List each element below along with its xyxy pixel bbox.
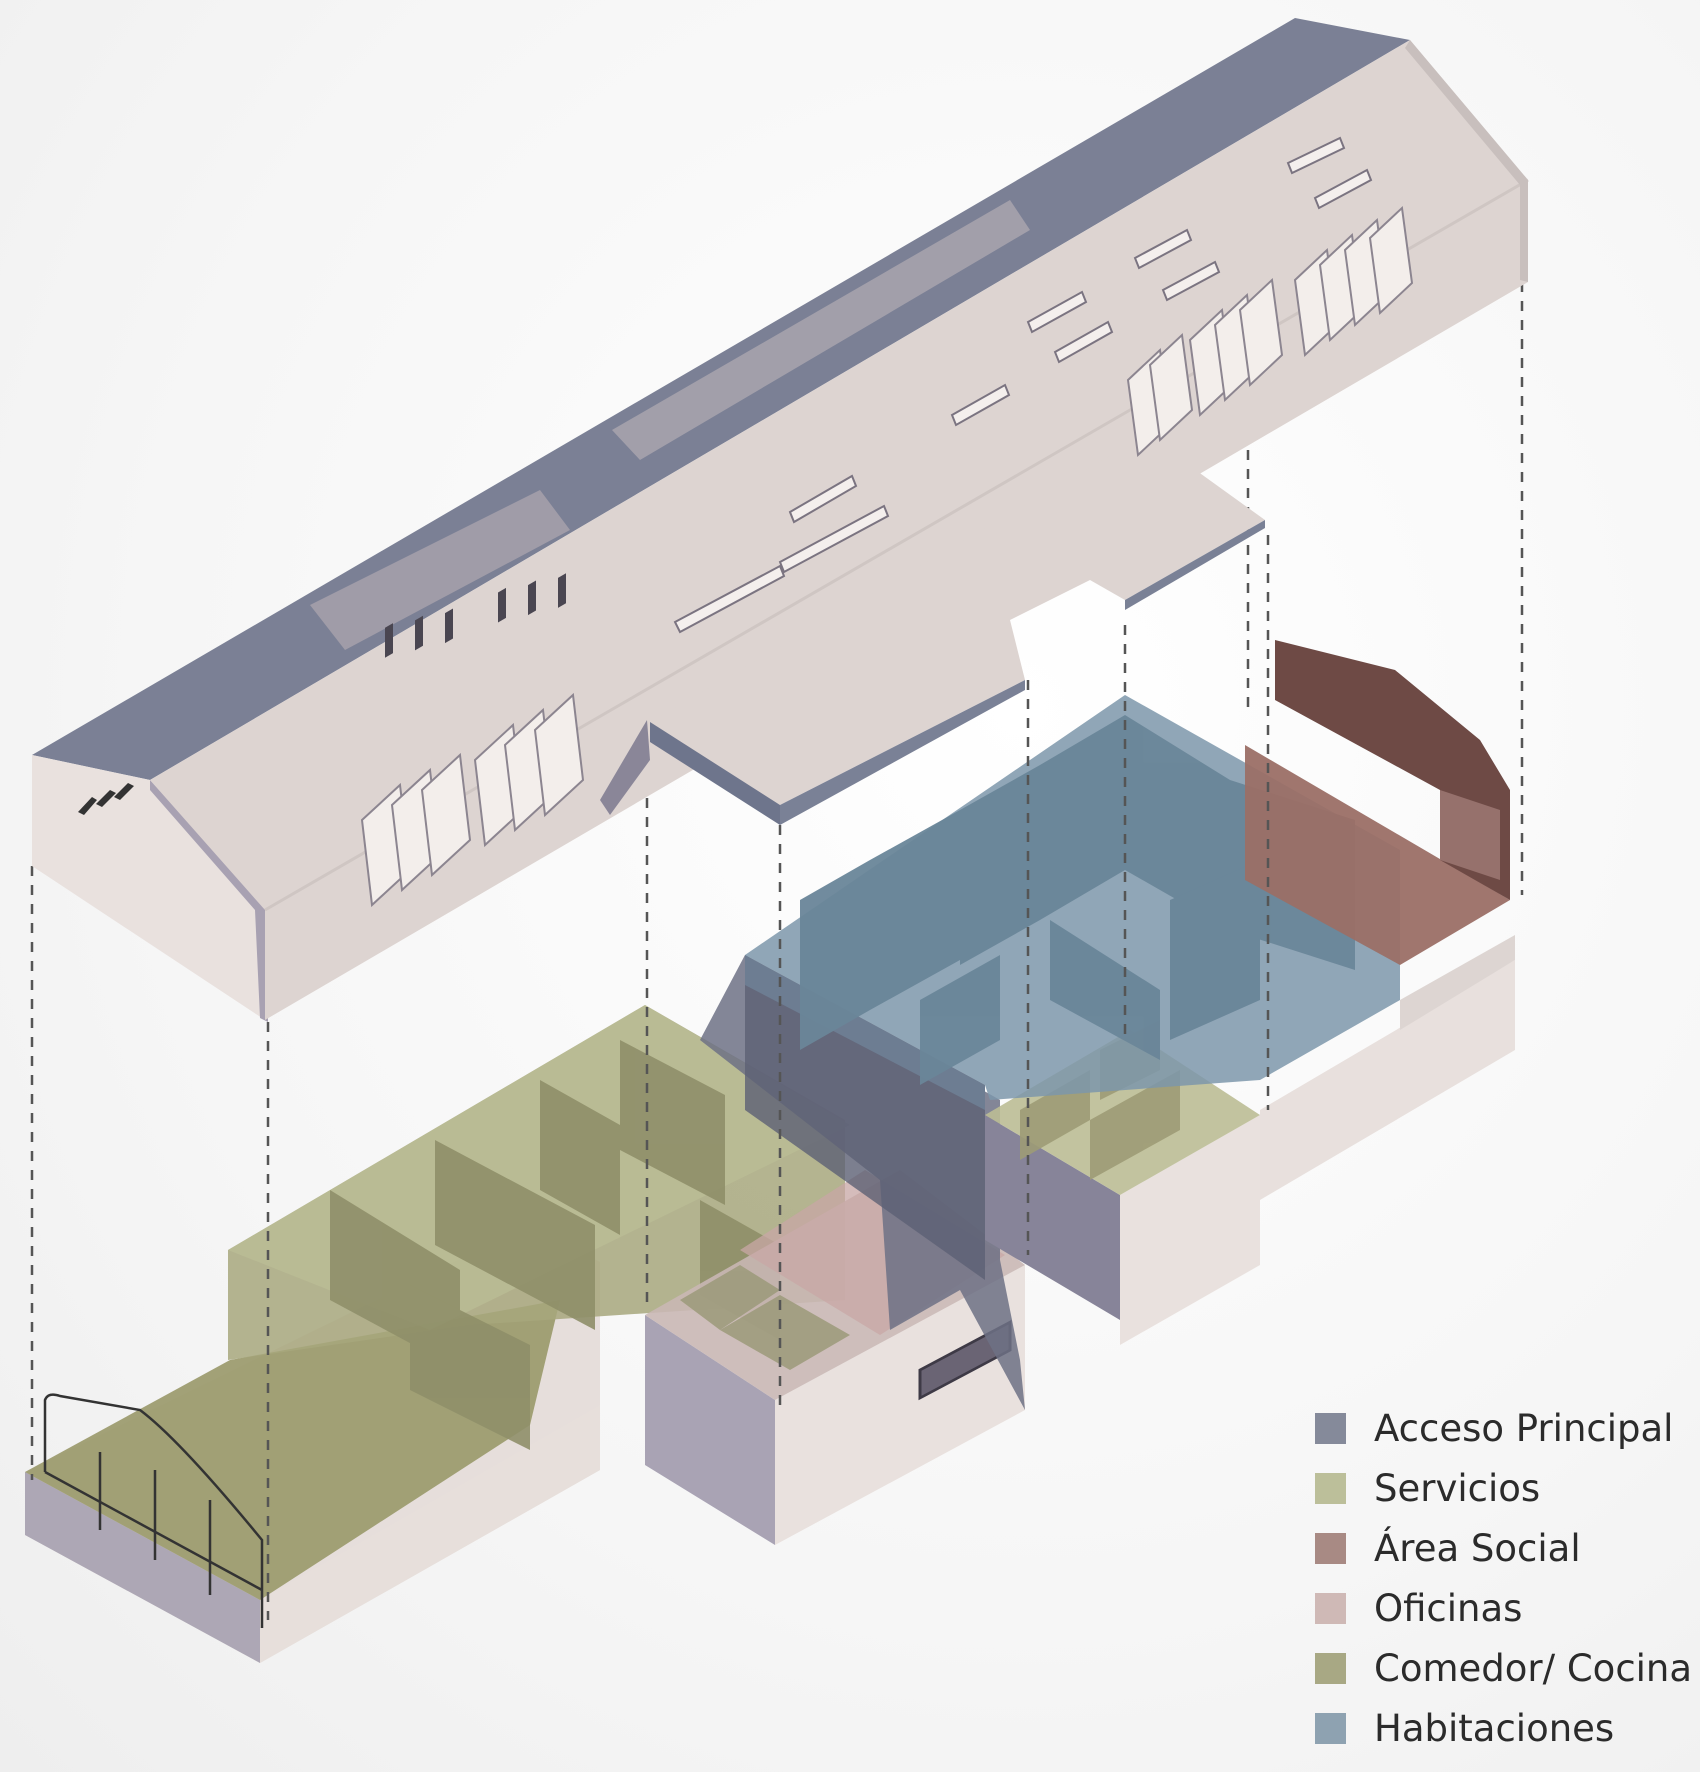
area-social-zone	[1245, 745, 1510, 965]
roof-step-shadow-1	[310, 490, 570, 650]
social-swatch-icon	[1315, 1533, 1346, 1564]
legend-label: Comedor/ Cocina	[1374, 1647, 1693, 1690]
acceso-swatch-icon	[1315, 1413, 1346, 1444]
habitaciones-room-walls	[800, 715, 1355, 1085]
projection-lines	[30, 282, 1524, 1620]
skylight	[788, 474, 858, 524]
legend-item-habitaciones: Habitaciones	[1315, 1705, 1692, 1752]
comedor-floor-side-front	[25, 1472, 260, 1663]
roof-gable-left	[32, 755, 265, 1020]
legend-label: Acceso Principal	[1374, 1407, 1674, 1450]
legend-item-comedor-cocina: Comedor/ Cocina	[1315, 1645, 1692, 1692]
area-social-inner-panel	[1440, 790, 1500, 880]
legend-item-oficinas: Oficinas	[1315, 1585, 1692, 1632]
acceso-block-front	[645, 1315, 775, 1545]
legend: Acceso Principal Servicios Área Social O…	[1315, 1405, 1692, 1752]
comedor-swatch-icon	[1315, 1653, 1346, 1684]
legend-label: Área Social	[1374, 1527, 1581, 1570]
glazed-facade	[43, 1393, 264, 1628]
skylights	[673, 136, 1373, 634]
roof-gable-right	[1405, 40, 1528, 282]
roof	[32, 18, 1529, 1022]
ground-floor	[25, 640, 1515, 1663]
roof-step-shadow-2	[612, 200, 1030, 460]
roof-center-wing	[650, 430, 1265, 805]
skylight	[1133, 228, 1193, 270]
habitaciones-floor-side	[1260, 960, 1515, 1200]
legend-item-area-social: Área Social	[1315, 1525, 1692, 1572]
legend-item-servicios: Servicios	[1315, 1465, 1692, 1512]
oficinas-swatch-icon	[1315, 1593, 1346, 1624]
skylight	[1161, 260, 1221, 302]
acceso-block-side	[775, 1265, 1025, 1545]
roof-notch-shadow	[600, 720, 650, 815]
skylight	[1026, 290, 1088, 334]
roof-center-wing-edge	[650, 722, 780, 825]
legend-item-acceso-principal: Acceso Principal	[1315, 1405, 1692, 1452]
legend-label: Oficinas	[1374, 1587, 1523, 1630]
skylight	[1053, 320, 1114, 364]
roof-center-wing-edge2	[780, 680, 1025, 825]
roof-center-wing-edge3	[1125, 520, 1265, 610]
servicios-small-side	[1120, 1115, 1260, 1345]
skylight	[1286, 136, 1346, 175]
comedor-floor-side-right	[260, 1405, 600, 1663]
area-social-floor-side	[1400, 935, 1515, 1030]
habitaciones-swatch-icon	[1315, 1713, 1346, 1744]
servicios-swatch-icon	[1315, 1473, 1346, 1504]
servicios-small-front	[985, 1115, 1120, 1320]
gable-vents	[78, 783, 134, 815]
legend-label: Habitaciones	[1374, 1707, 1615, 1750]
skylight	[673, 564, 786, 634]
skylight	[1313, 168, 1373, 210]
dormer-windows-right	[1126, 205, 1414, 458]
skylight	[950, 383, 1011, 427]
oficinas-interior-walls	[680, 1265, 850, 1370]
dormer-windows-left	[360, 573, 585, 908]
skylight	[778, 504, 890, 574]
legend-label: Servicios	[1374, 1467, 1541, 1510]
servicios-interior-walls	[330, 1040, 780, 1450]
